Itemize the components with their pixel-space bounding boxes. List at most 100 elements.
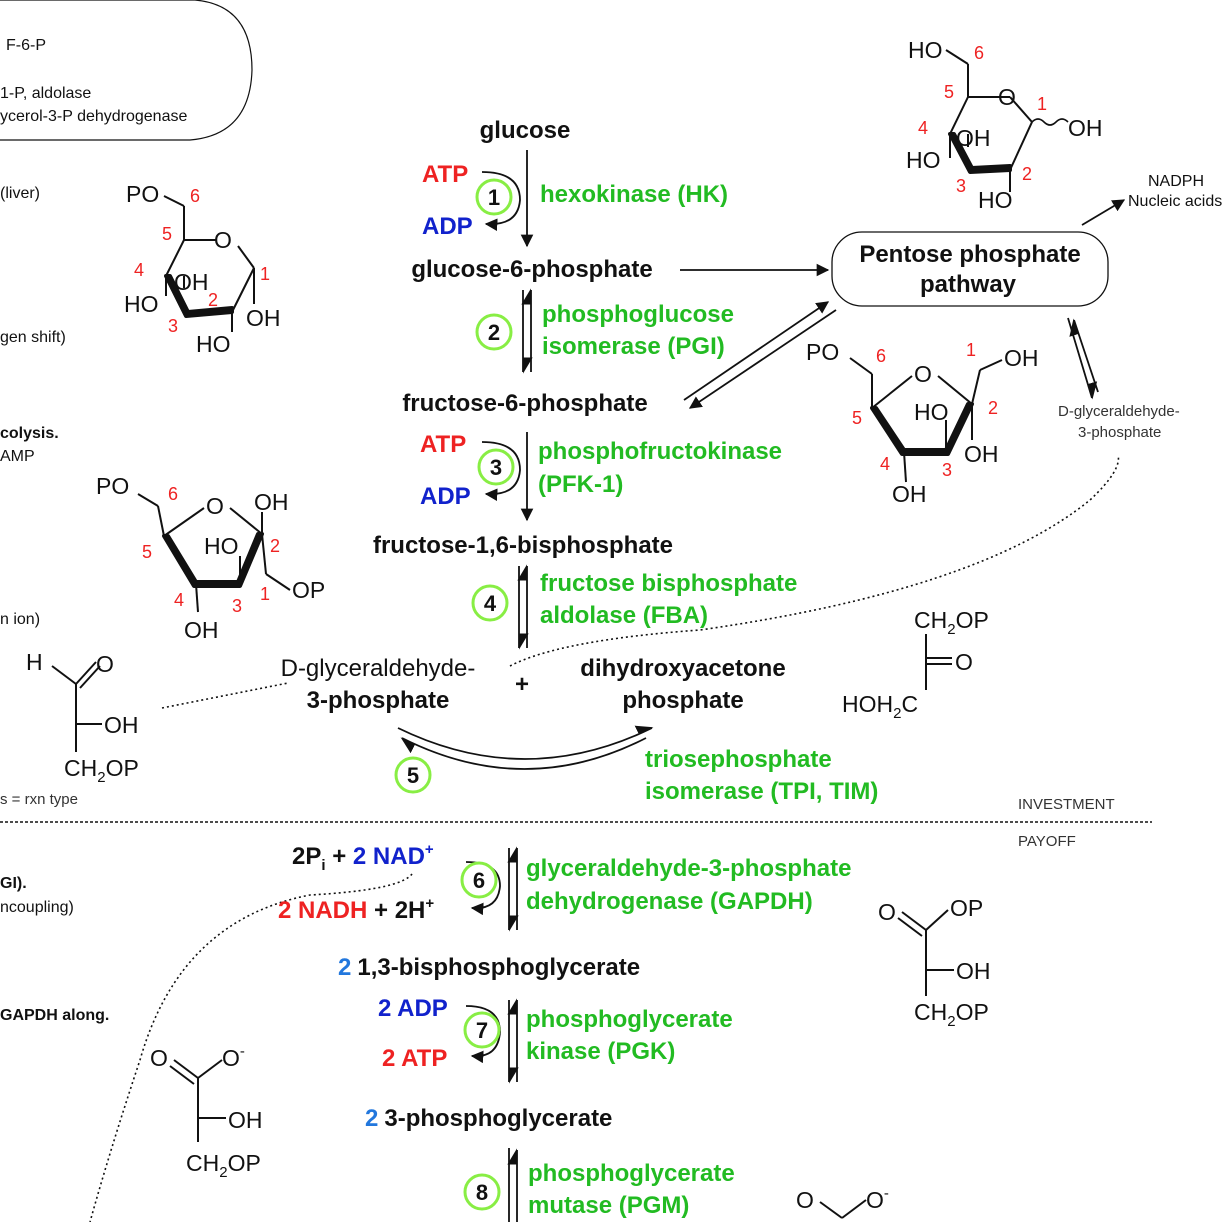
atom: O: [955, 649, 973, 675]
atom: HO: [196, 331, 231, 357]
atom-group: HOH2C: [842, 691, 918, 722]
enzyme-labels: hexokinase (HK) phosphoglucose isomerase…: [526, 181, 878, 1219]
note-line: AMP: [0, 448, 35, 465]
svg-text:5: 5: [944, 82, 954, 102]
atom: O: [206, 493, 224, 519]
pg2-structure: O O-: [796, 1185, 889, 1219]
atom: O-: [866, 1185, 889, 1213]
note-line: s = rxn type: [0, 791, 78, 808]
svg-text:6: 6: [473, 868, 485, 893]
step-marker-8: 8: [463, 1173, 501, 1211]
atom: OH: [184, 617, 219, 643]
step-marker-4: 4: [471, 584, 509, 622]
ppp-side-label: D-glyceraldehyde-: [1058, 403, 1180, 420]
svg-text:5: 5: [162, 224, 172, 244]
glucose-structure: HO O OH OH HO HO 6 5 1 4 3 2: [906, 37, 1103, 213]
dotted-gap-ppp: [509, 454, 1120, 667]
svg-text:2: 2: [1022, 164, 1032, 184]
svg-text:6: 6: [974, 43, 984, 63]
enzyme-pfk: phosphofructokinase: [538, 438, 782, 465]
enzyme-pfk-2: (PFK-1): [538, 471, 623, 498]
atp-label: ATP: [420, 431, 466, 458]
note-line: ncoupling): [0, 899, 74, 916]
svg-text:3: 3: [232, 596, 242, 616]
svg-text:5: 5: [852, 408, 862, 428]
svg-text:2: 2: [488, 320, 500, 345]
atom-group: CH2OP: [186, 1150, 261, 1181]
ppp-side-label-2: 3-phosphate: [1078, 424, 1161, 441]
atom: OP: [950, 895, 983, 921]
enzyme-pgk: phosphoglycerate: [526, 1006, 733, 1033]
arrow-step5-reverse: [400, 737, 647, 770]
atom: OH: [1004, 345, 1039, 371]
arrow-step5-forward: [397, 725, 654, 760]
payoff-phase-label: PAYOFF: [1018, 833, 1076, 850]
enzyme-fba-2: aldolase (FBA): [540, 602, 708, 629]
pi-nad-label: 2Pi + 2 NAD+: [292, 841, 434, 874]
f6p-label: fructose-6-phosphate: [402, 390, 647, 417]
atom: OP: [292, 577, 325, 603]
notes-box: [0, 0, 253, 141]
atom: O: [796, 1187, 814, 1213]
arrow-ppp-out: [1081, 199, 1126, 226]
arrow-ppp-to-f6p: [688, 309, 837, 409]
arrow-ppp-to-gap: [1067, 317, 1098, 400]
atom: OH: [956, 958, 991, 984]
ppp-output-2: Nucleic acids: [1128, 193, 1222, 210]
cofactor-arc-1: [481, 171, 521, 231]
atom: OH: [174, 269, 209, 295]
atom: O: [150, 1045, 168, 1071]
g6p-structure: PO O OH HO OH HO 6 5 1 4 2 3: [124, 181, 281, 357]
atom-group: CH2OP: [914, 999, 989, 1030]
f16bp-label: fructose-1,6-bisphosphate: [373, 532, 673, 559]
ppp-output: NADPH: [1148, 173, 1204, 190]
plus-sign: +: [515, 671, 529, 698]
f16bp-structure: PO O OH HO OP OH 6 5 2 1 4 3: [96, 473, 325, 643]
dhap-structure: CH2OP O HOH2C: [842, 607, 989, 722]
pg3-structure: O O- OH CH2OP: [150, 1043, 263, 1181]
atom: HO: [978, 187, 1013, 213]
svg-text:3: 3: [490, 455, 502, 480]
note-line: (liver): [0, 185, 40, 202]
svg-text:2: 2: [270, 536, 280, 556]
adp-label: ADP: [420, 483, 471, 510]
svg-text:4: 4: [174, 590, 184, 610]
nadh-h-label: 2 NADH + 2H+: [278, 895, 434, 924]
atom: HO: [204, 533, 239, 559]
dhap-label-2: phosphate: [622, 687, 743, 714]
svg-text:3: 3: [168, 316, 178, 336]
note-line: colysis.: [0, 425, 59, 442]
enzyme-tpi-2: isomerase (TPI, TIM): [645, 778, 878, 805]
gap-label-2: 3-phosphate: [307, 687, 450, 714]
svg-text:1: 1: [966, 340, 976, 360]
atom: O-: [222, 1043, 245, 1071]
svg-text:1: 1: [488, 185, 500, 210]
atom-group: CH2OP: [64, 755, 139, 786]
atom: O: [914, 361, 932, 387]
atom: OH: [254, 489, 289, 515]
svg-text:1: 1: [1037, 94, 1047, 114]
step-marker-7: 7: [463, 1011, 501, 1049]
svg-text:4: 4: [880, 454, 890, 474]
adp2-label: 2 ADP: [378, 995, 448, 1022]
atom: OH: [246, 305, 281, 331]
cofactor-arc-3: [481, 441, 521, 501]
svg-text:8: 8: [476, 1180, 488, 1205]
bpg-structure: O OP OH CH2OP: [878, 895, 991, 1030]
svg-text:6: 6: [876, 346, 886, 366]
atom: O: [878, 899, 896, 925]
enzyme-hexokinase: hexokinase (HK): [540, 181, 728, 208]
note-line: 1-P, aldolase: [0, 85, 91, 102]
dotted-nad: [89, 873, 413, 1222]
svg-text:1: 1: [260, 264, 270, 284]
svg-text:4: 4: [918, 118, 928, 138]
cofactors: ATP ADP ATP ADP 2Pi + 2 NAD+ 2 NADH + 2H…: [278, 161, 473, 1072]
g6p-label: glucose-6-phosphate: [411, 256, 652, 283]
f6p-structure: PO O OH HO OH OH 6 5 1 2 4 3: [806, 339, 1039, 507]
atom: OH: [892, 481, 927, 507]
atom: PO: [126, 181, 159, 207]
ppp-title-2: pathway: [920, 271, 1017, 298]
note-line: GAPDH along.: [0, 1007, 109, 1024]
